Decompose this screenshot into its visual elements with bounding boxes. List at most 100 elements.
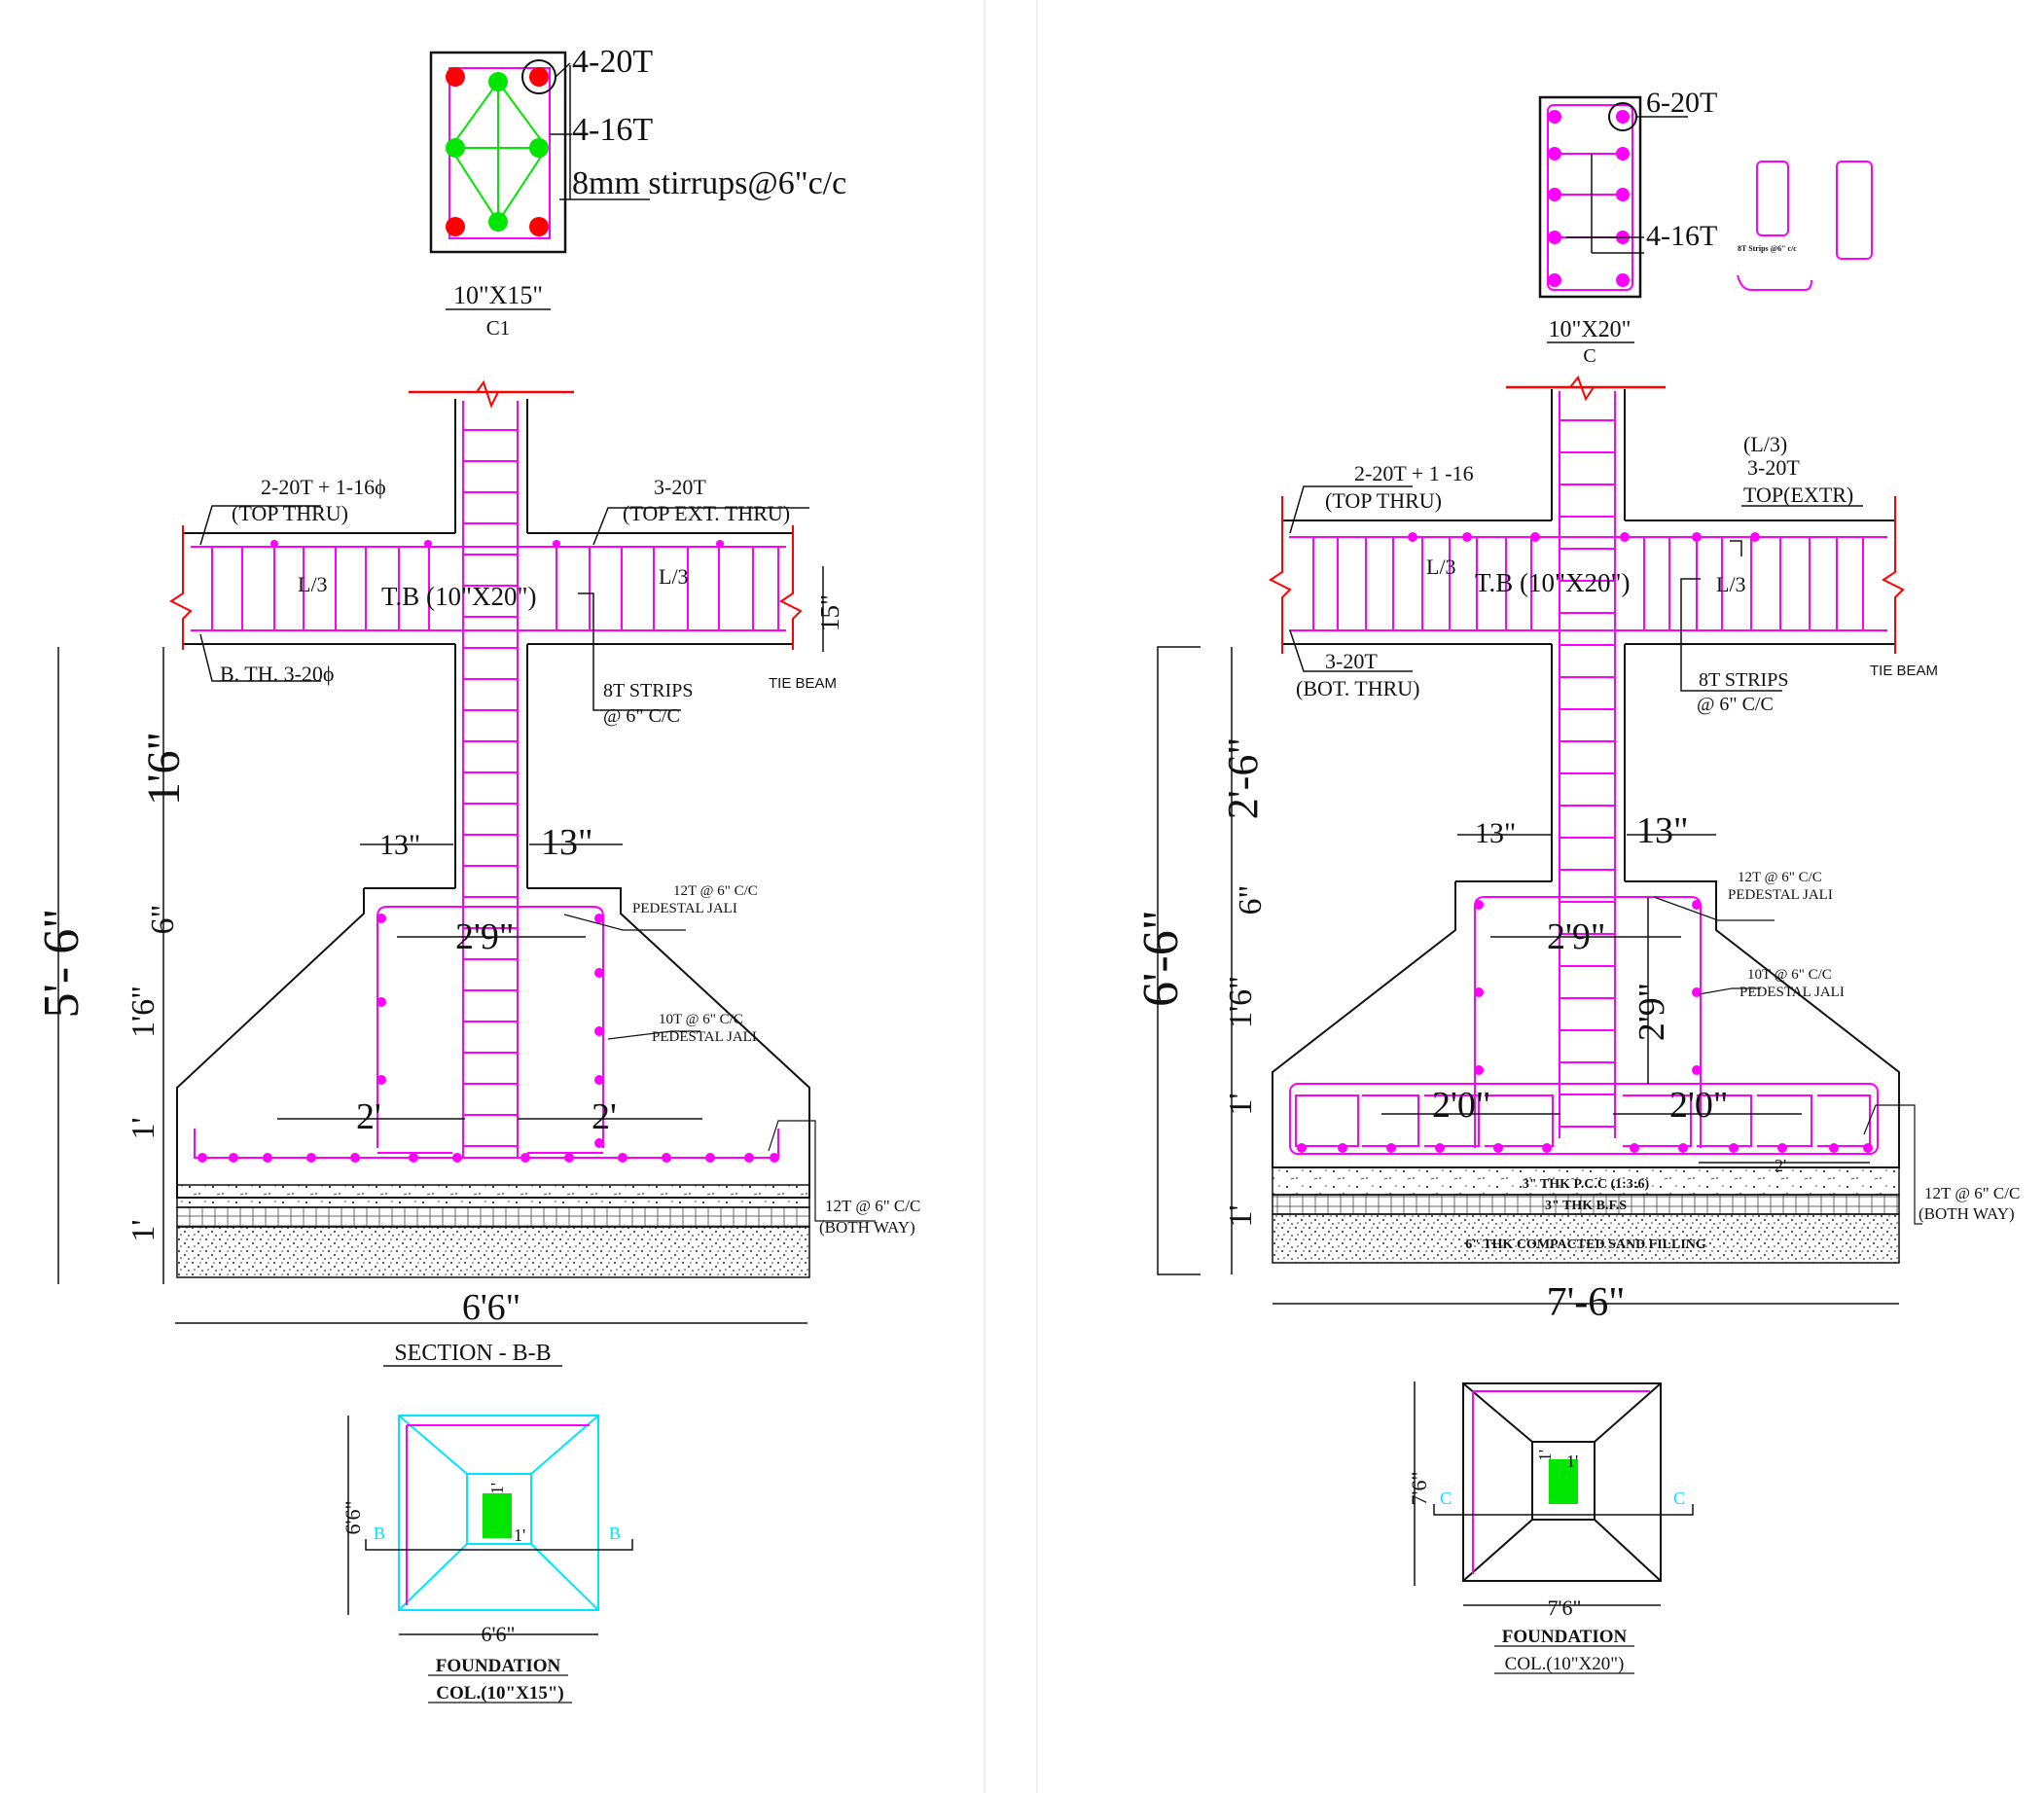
right-sand-layer (1272, 1213, 1900, 1264)
left-note-b1: 12T @ 6" C/C (825, 1197, 920, 1215)
right-note-q2: PEDESTAL JALI (1739, 985, 1845, 1000)
left-leaders (199, 505, 824, 711)
left-dim-pedestal: 2'9" (455, 916, 514, 957)
right-rebar-dots (1297, 900, 1873, 1153)
left-dim-1-6-top: 1'6" (138, 732, 190, 806)
left-note-p1: 12T @ 6" C/C (673, 883, 758, 899)
left-beam-depth: 15" (815, 594, 844, 631)
right-beam-dots (1408, 532, 1760, 542)
left-dim-6: 6" (145, 905, 181, 935)
left-column-section (429, 51, 650, 254)
right-dim-lines (1157, 646, 1899, 1305)
left-dim-1b: 1' (126, 1219, 161, 1241)
left-beam-break-l (169, 525, 193, 650)
right-dim-1b: 1' (1223, 1204, 1259, 1227)
left-plan-d1: 1' (487, 1483, 507, 1494)
left-bars-mid-label: 4-16T (572, 112, 653, 148)
right-bfs-label: 3" THK B.F.S (1545, 1199, 1627, 1213)
right-dim-6: 6" (1233, 885, 1269, 915)
right-plan-mark-r: C (1673, 1488, 1685, 1508)
right-column-section (1538, 95, 1873, 299)
left-beam-name: T.B (10"X20") (381, 582, 537, 611)
right-dim-ext-l: 2'0" (1432, 1085, 1490, 1126)
left-strips-1: 8T STRIPS (603, 680, 693, 701)
left-dim-base: 6'6" (462, 1287, 520, 1328)
right-beam-break-l (1269, 496, 1292, 654)
left-column-size: 10"X15" (453, 281, 543, 309)
left-bottom-label: B. TH. 3-20ϕ (220, 662, 335, 686)
right-dim-13-l: 13" (1475, 817, 1516, 849)
left-beam-rebar (191, 546, 786, 631)
left-plan-title-2: COL.(10"X15") (436, 1683, 563, 1703)
right-break-symbol (1569, 375, 1595, 402)
left-pcc-layer (176, 1184, 810, 1208)
right-plan-w: 7'6" (1548, 1596, 1582, 1620)
left-column-mark: C1 (486, 316, 511, 340)
right-dim-total: 6'-6" (1133, 910, 1189, 1007)
left-plan-mark-l: B (374, 1524, 385, 1543)
left-dim-total: 5'- 6" (34, 909, 90, 1019)
left-note-q2: PEDESTAL JALI (652, 1029, 757, 1045)
right-dim-1-6: 1'6" (1223, 976, 1259, 1028)
right-pcc-label: 3" THK P.C.C (1:3:6) (1523, 1177, 1650, 1192)
right-dim-pedestal: 2'9" (1547, 916, 1605, 957)
right-bars-main-label: 6-20T (1646, 87, 1717, 119)
right-top-label-2: (TOP THRU) (1325, 488, 1442, 513)
right-note-q1: 10T @ 6" C/C (1747, 967, 1832, 983)
right-strips-small: 8T Strips @6" c/c (1738, 244, 1797, 253)
right-dim-base: 7'-6" (1547, 1280, 1626, 1325)
left-top-ext-2: (TOP EXT. THRU) (623, 501, 790, 525)
right-column-rebar (1289, 391, 1879, 1155)
right-sand-label: 6" THK COMPACTED SAND FILLING (1465, 1237, 1706, 1252)
left-dim-ext-r: 2' (592, 1096, 617, 1137)
right-note-p1: 12T @ 6" C/C (1738, 870, 1822, 885)
left-note-leaders (563, 914, 876, 1222)
left-bars-main-label: 4-20T (572, 44, 653, 80)
left-dim-13-l: 13" (379, 829, 420, 861)
right-note-b1: 12T @ 6" C/C (1924, 1184, 2020, 1202)
left-column-rebar (194, 401, 779, 1159)
left-plan-title-1: FOUNDATION (436, 1656, 561, 1676)
right-tie-label: TIE BEAM (1870, 663, 1938, 679)
left-foundation-plan (347, 1415, 633, 1635)
left-stirrups-label: 8mm stirrups@6"c/c (572, 165, 846, 201)
right-top-ext-1: 3-20T (1747, 455, 1800, 480)
right-note-p2: PEDESTAL JALI (1728, 887, 1833, 903)
right-note-b2: (BOTH WAY) (1918, 1204, 2015, 1223)
left-brick-layer (176, 1206, 810, 1228)
right-span-l: L/3 (1426, 555, 1456, 579)
right-strips-2: @ 6" C/C (1697, 694, 1774, 715)
right-column-mark: C (1583, 345, 1596, 367)
left-span-r: L/3 (659, 564, 689, 589)
left-dim-lines (57, 647, 807, 1324)
left-note-q1: 10T @ 6" C/C (659, 1012, 743, 1027)
left-top-label-1: 2-20T + 1-16ϕ (261, 475, 386, 499)
right-dim-13-r: 13" (1636, 810, 1689, 851)
left-tie-label: TIE BEAM (769, 675, 837, 692)
right-top-ext-2: TOP(EXTR) (1743, 483, 1853, 507)
right-plan-title-2: COL.(10"X20") (1505, 1654, 1625, 1674)
right-plan-d2: 1' (1566, 1452, 1578, 1471)
right-beam-rebar (1289, 536, 1887, 631)
left-plan-mark-r: B (609, 1524, 621, 1543)
right-bottom-2: (BOT. THRU) (1296, 676, 1420, 700)
left-sand-layer (176, 1226, 810, 1278)
left-dim-ext-l: 2' (356, 1096, 381, 1137)
left-dim-1-6: 1'6" (126, 986, 161, 1038)
right-note-leaders (1653, 896, 1922, 1225)
right-foundation-plan (1414, 1381, 1694, 1606)
right-plan-title-1: FOUNDATION (1502, 1627, 1628, 1647)
right-plan-mark-l: C (1440, 1488, 1452, 1508)
right-top-label-1: 2-20T + 1 -16 (1354, 461, 1474, 485)
left-dim-13-r: 13" (541, 822, 593, 863)
right-dim-1a: 1' (1223, 1093, 1259, 1115)
right-plan-d1: 1' (1535, 1450, 1555, 1461)
right-dim-2-6: 2'-6" (1219, 737, 1267, 820)
left-rebar-dots (197, 540, 779, 1163)
right-beam-name: T.B (10"X20") (1475, 568, 1631, 597)
left-beam-break-r (779, 525, 803, 650)
left-strips-2: @ 6" C/C (603, 705, 680, 727)
left-plan-d2: 1' (514, 1525, 525, 1545)
left-note-b2: (BOTH WAY) (819, 1218, 915, 1237)
right-pcc-layer (1272, 1166, 1900, 1196)
